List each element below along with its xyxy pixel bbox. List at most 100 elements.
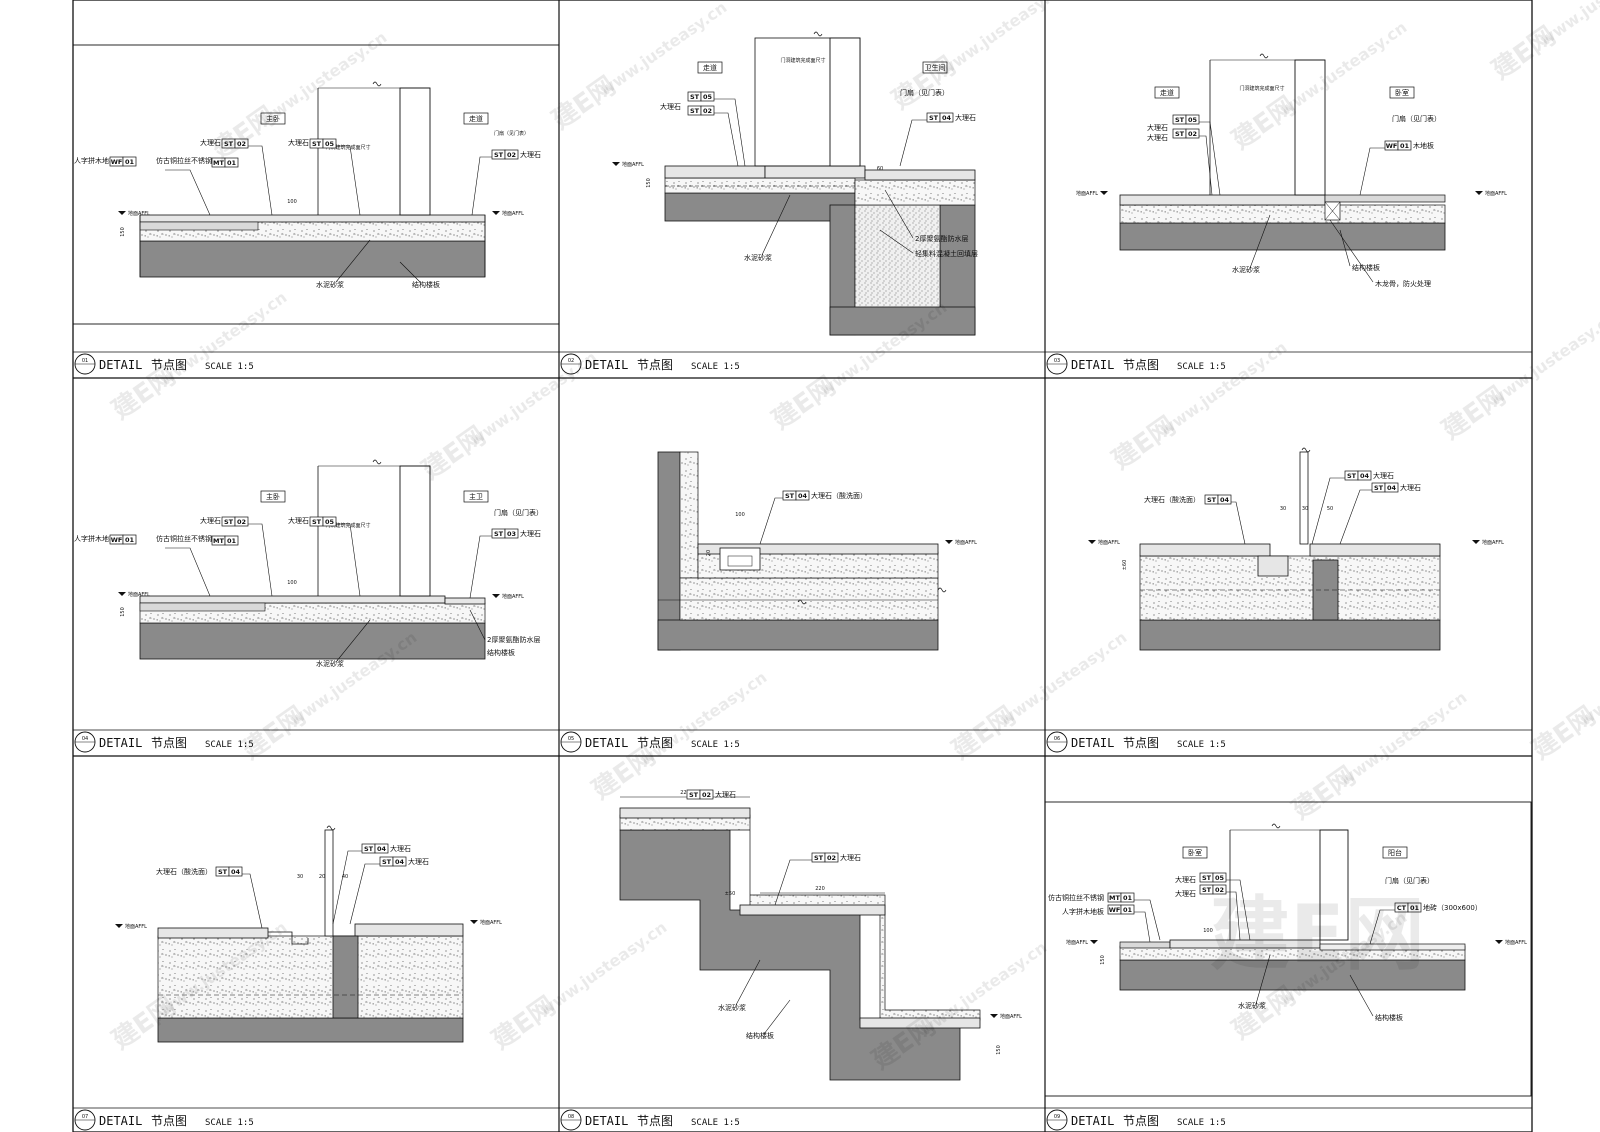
material-tag-type: ST (690, 107, 700, 115)
room-label-box (463, 490, 489, 503)
level-marker-icon (1472, 540, 1480, 544)
stone-finish (664, 165, 766, 179)
material-tag-type: WF (1386, 142, 1398, 150)
level-marker-icon (1475, 191, 1483, 195)
material-tag-number: 01 (1123, 894, 1133, 902)
level-marker-icon (470, 920, 478, 924)
label: 木地板 (1413, 141, 1434, 150)
label: 水泥砂浆 (316, 659, 344, 668)
watermark-large: 建E网 (1210, 888, 1425, 981)
structural-slab (664, 192, 856, 222)
leader-line (248, 523, 273, 597)
tag-box-number (1407, 902, 1422, 913)
material-tag-number: 01 (1123, 906, 1133, 914)
dimension-text: 150 (996, 1045, 1002, 1055)
dimension-text: 220 (680, 790, 690, 796)
room-label-box (697, 61, 723, 74)
tag-box-number (1120, 892, 1135, 903)
material-tag-type: ST (224, 518, 234, 526)
label: 水泥砂浆 (316, 280, 344, 289)
material-tag-type: ST (1202, 874, 1212, 882)
tag-box-number (374, 843, 389, 854)
panel-title-cn: 节点图 (637, 1114, 673, 1128)
material-tag-type: ST (364, 845, 374, 853)
watermark-url: www.justeasy.cn (1336, 688, 1470, 790)
label: 轻集料混凝土回填层 (915, 249, 978, 258)
panel-title-cn: 节点图 (151, 736, 187, 750)
dimension-text: 150 (1100, 955, 1106, 965)
leader-line (714, 112, 739, 167)
structural-slab (619, 829, 961, 1081)
dimension-text: 100 (735, 512, 745, 518)
tag-box-number (224, 535, 239, 546)
cement-mortar-layer (1119, 204, 1446, 224)
tag-box-number (1217, 494, 1232, 505)
leader-line (774, 859, 812, 906)
leader-line (1329, 219, 1374, 283)
room-label: 阳台 (1388, 848, 1402, 857)
dimension-text: ±60 (1122, 560, 1128, 571)
break-mark-icon (372, 459, 382, 465)
dimension-text: 150 (646, 178, 652, 188)
watermark-url: www.justeasy.cn (916, 938, 1050, 1040)
material-tag-type: MT (213, 159, 224, 167)
panel-title-cn: 节点图 (1123, 358, 1159, 372)
label: 水泥砂浆 (744, 253, 772, 262)
room-label: 卫生间 (925, 63, 946, 72)
structural-slab (829, 306, 976, 336)
leader-line (335, 239, 371, 283)
material-tag-number: 04 (1360, 472, 1370, 480)
watermark-url: www.justeasy.cn (1486, 308, 1600, 410)
label: 人字拼木地板 (74, 534, 116, 543)
label: 结构楼板 (746, 1031, 774, 1040)
panel-scale: SCALE 1:5 (691, 740, 740, 750)
level-marker-icon (118, 211, 126, 215)
dimension-text: 60 (877, 166, 883, 172)
room-label: 走道 (1160, 88, 1174, 97)
panel-title-en: DETAIL (99, 1114, 142, 1128)
panel-title-en: DETAIL (585, 736, 628, 750)
level-marker-icon (990, 1014, 998, 1018)
door-opening-label: 门洞建筑完成面尺寸 (1239, 85, 1284, 92)
structural-slab (1119, 959, 1466, 991)
tag-box-number (824, 852, 839, 863)
material-tag-type: ST (224, 140, 234, 148)
panel-title-en: DETAIL (1071, 736, 1114, 750)
material-tag-type: ST (382, 858, 392, 866)
material-tag-number: 02 (827, 854, 836, 862)
ceramic-tile (1319, 943, 1466, 951)
leader-line (242, 873, 263, 929)
dimension-text: 100 (1203, 928, 1213, 934)
room-label-box (260, 490, 286, 503)
level-label: 地面AFFL (955, 539, 977, 546)
level-label: 地面AFFL (1485, 190, 1507, 197)
dimension-text: 30 (1280, 506, 1286, 512)
door-frame (399, 465, 431, 597)
leader-line (1339, 229, 1351, 267)
wood-floor (1324, 194, 1446, 203)
level-marker-icon (1088, 540, 1096, 544)
label: 大理石（酸洗面） (1144, 495, 1200, 504)
leader-line (1369, 909, 1395, 945)
stone-finish (1139, 543, 1271, 557)
room-label-box (1154, 86, 1180, 99)
cement-mortar-layer (1139, 555, 1441, 621)
room-label: 卧室 (1395, 88, 1409, 97)
tag-box-number (228, 866, 243, 877)
break-mark-icon (797, 599, 807, 605)
leader-line (1231, 501, 1246, 545)
watermark-url: www.justeasy.cn (156, 288, 290, 390)
structural-slab (657, 619, 939, 651)
panel-scale: SCALE 1:5 (691, 362, 740, 372)
dimension-text: 20 (319, 874, 325, 880)
panel-number: 08 (568, 1114, 574, 1120)
